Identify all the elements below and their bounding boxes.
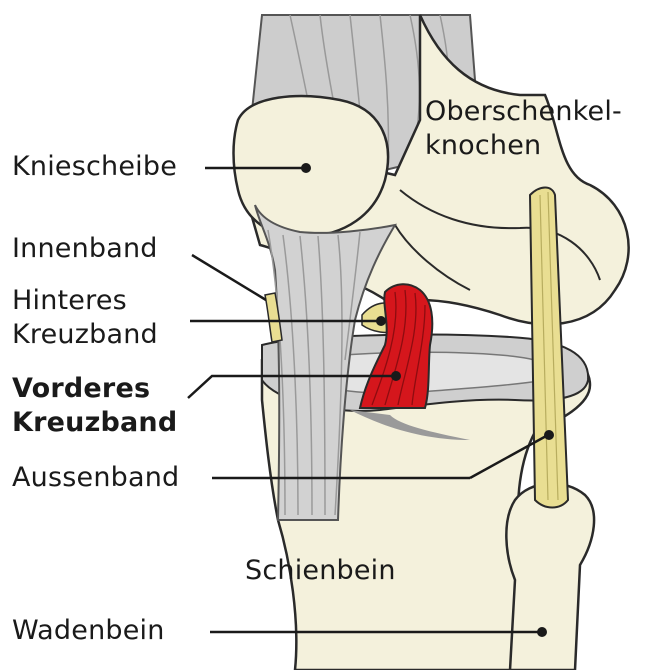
dot-vorderes-kreuzband bbox=[391, 371, 401, 381]
label-vorderes-kreuzband: Vorderes Kreuzband bbox=[12, 372, 177, 440]
dot-wadenbein bbox=[537, 627, 547, 637]
label-hinteres-kreuzband-line1: Hinteres bbox=[12, 284, 158, 318]
dot-aussenband bbox=[544, 430, 554, 440]
label-aussenband: Aussenband bbox=[12, 461, 179, 495]
label-innenband: Innenband bbox=[12, 232, 158, 266]
label-hinteres-kreuzband: Hinteres Kreuzband bbox=[12, 284, 158, 352]
label-oberschenkelknochen-line2: knochen bbox=[425, 129, 622, 163]
label-schienbein: Schienbein bbox=[245, 554, 396, 588]
fibula-bone bbox=[506, 484, 594, 670]
label-vorderes-kreuzband-line2: Kreuzband bbox=[12, 406, 177, 440]
dot-hinteres-kreuzband bbox=[376, 316, 386, 326]
leader-innenband bbox=[192, 255, 266, 300]
label-vorderes-kreuzband-line1: Vorderes bbox=[12, 372, 177, 406]
label-kniescheibe: Kniescheibe bbox=[12, 150, 177, 184]
label-wadenbein: Wadenbein bbox=[12, 614, 165, 648]
label-oberschenkelknochen-line1: Oberschenkel- bbox=[425, 95, 622, 129]
dot-kniescheibe bbox=[301, 163, 311, 173]
label-oberschenkelknochen: Oberschenkel- knochen bbox=[425, 95, 622, 163]
label-hinteres-kreuzband-line2: Kreuzband bbox=[12, 318, 158, 352]
